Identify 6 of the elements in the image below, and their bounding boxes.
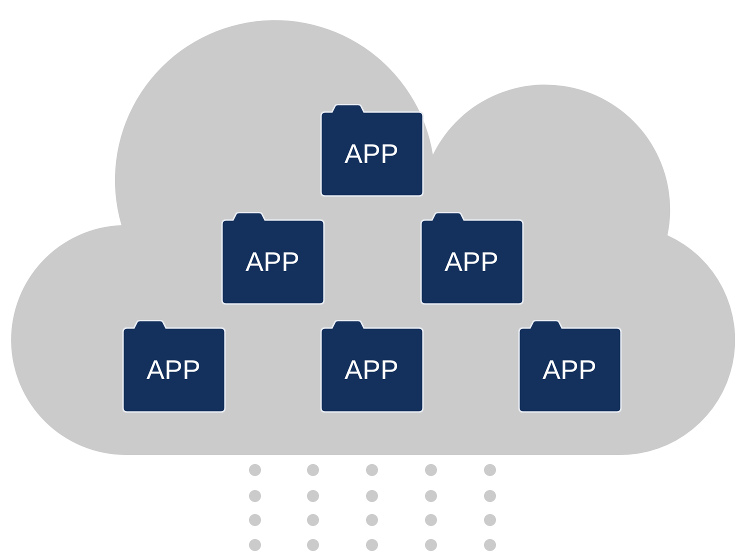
app-label: APP xyxy=(542,356,597,384)
app-label: APP xyxy=(245,248,300,276)
app-label: APP xyxy=(344,356,399,384)
app-label: APP xyxy=(146,356,201,384)
app-label: APP xyxy=(344,140,399,168)
app-label: APP xyxy=(444,248,499,276)
